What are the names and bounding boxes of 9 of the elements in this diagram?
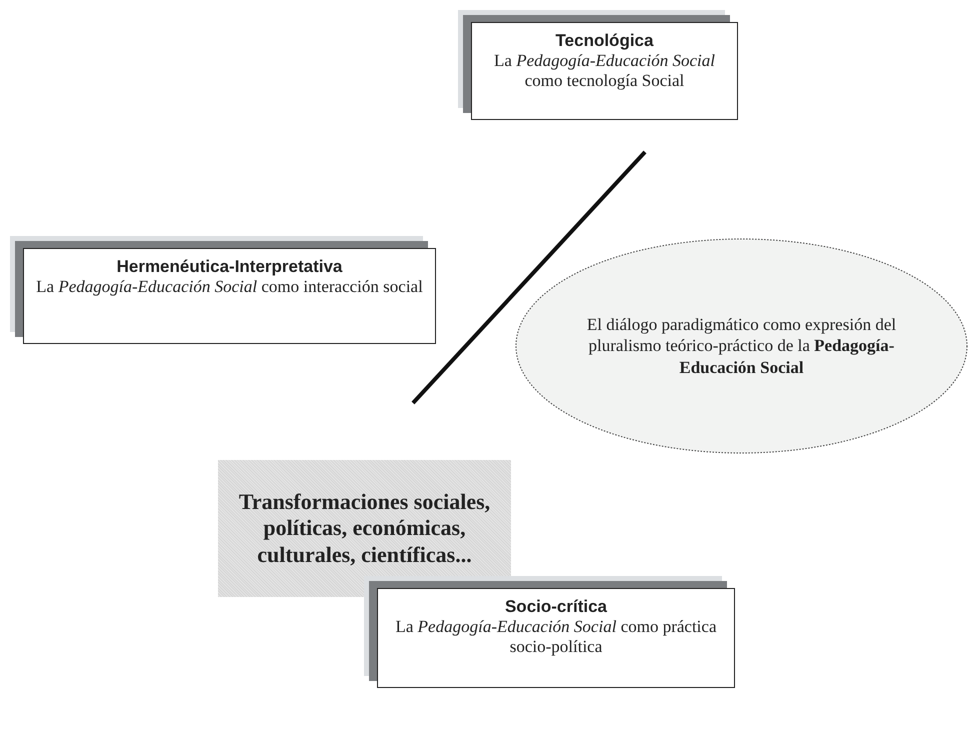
box-heading: Socio-crítica <box>504 597 608 617</box>
box-heading: Tecnológica <box>554 31 654 51</box>
box-description: La Pedagogía-Educación Social como práctica socio-política <box>394 617 718 658</box>
ellipse-text: El diálogo paradigmático como expresión del pluralismo teórico-práctico de la Pedagogía-Educación Social <box>586 314 898 378</box>
box-description: La Pedagogía-Educación Social como tecnología Social <box>493 51 716 92</box>
shaded-box <box>218 460 511 597</box>
box-heading: Hermenéutica-Interpretativa <box>116 257 344 277</box>
box-description: La Pedagogía-Educación Social como interacción social <box>35 277 424 298</box>
box-text: Transformaciones sociales, políticas, económicas, culturales, científicas... <box>238 488 492 568</box>
